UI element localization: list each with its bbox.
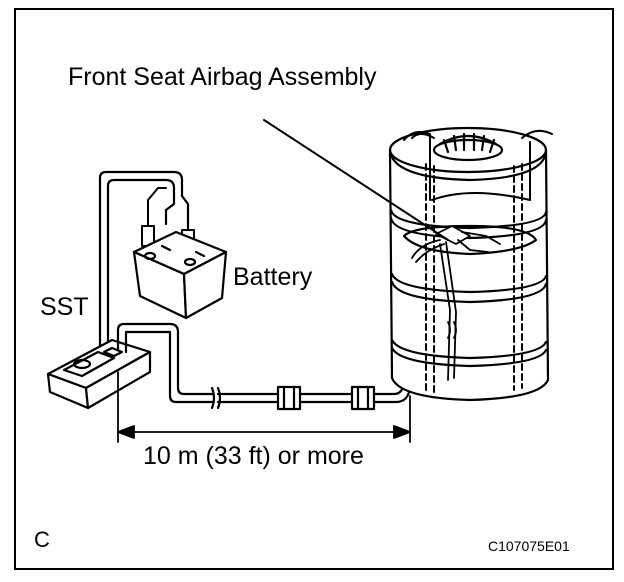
battery-icon [132, 230, 228, 320]
tie-ropes [403, 129, 553, 393]
figure-code: C107075E01 [488, 538, 570, 554]
sst-device-icon [46, 338, 152, 410]
sst-label: SST [40, 293, 89, 321]
panel-letter: C [34, 527, 50, 552]
tire-stack-icon [388, 126, 550, 402]
sst-battery-cable [98, 170, 190, 352]
leader-line [263, 119, 449, 241]
airbag-wiring [411, 225, 501, 381]
assembly-label: Front Seat Airbag Assembly [68, 63, 377, 91]
distance-label: 10 m (33 ft) or more [143, 442, 364, 470]
dimension-line [117, 371, 411, 443]
battery-label: Battery [233, 263, 313, 291]
long-cable [116, 322, 412, 411]
